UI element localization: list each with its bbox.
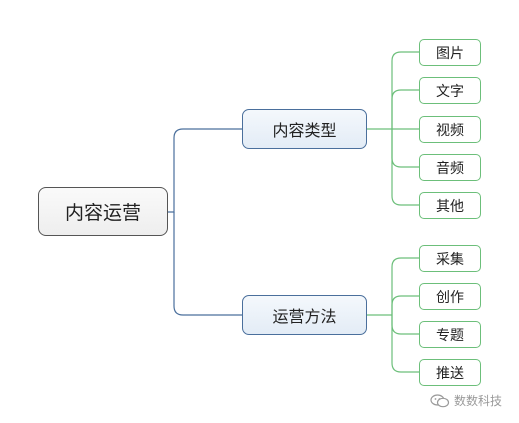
branch-node-content-types: 内容类型 xyxy=(242,109,367,149)
leaf-node: 推送 xyxy=(419,359,481,386)
leaf-node: 音频 xyxy=(419,154,481,181)
leaf-node: 其他 xyxy=(419,192,481,219)
branch-node-operation-methods: 运营方法 xyxy=(242,295,367,335)
leaf-node: 专题 xyxy=(419,321,481,348)
leaf-node: 创作 xyxy=(419,283,481,310)
leaf-node: 视频 xyxy=(419,116,481,143)
connector-root-branch1 xyxy=(168,128,242,213)
connectors-branch1 xyxy=(367,51,419,206)
leaf-node: 文字 xyxy=(419,77,481,104)
connectors-branch2 xyxy=(367,257,419,373)
wechat-icon xyxy=(430,393,450,407)
watermark: 数数科技 xyxy=(430,392,502,409)
leaf-node: 图片 xyxy=(419,39,481,66)
root-node: 内容运营 xyxy=(38,187,168,236)
watermark-text: 数数科技 xyxy=(454,394,503,408)
connector-root-branch2 xyxy=(173,212,242,316)
leaf-node: 采集 xyxy=(419,245,481,272)
